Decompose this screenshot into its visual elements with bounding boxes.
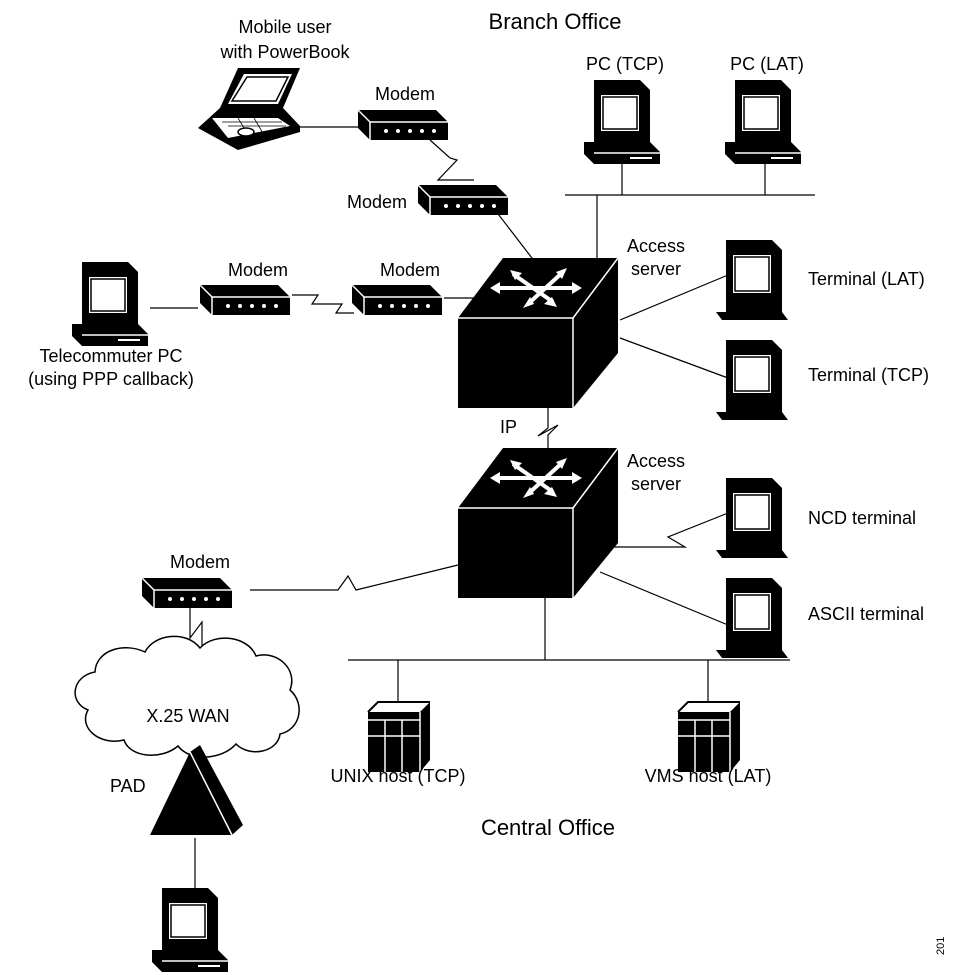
x25-wan-cloud-icon xyxy=(74,635,300,758)
terminal-lat-label: Terminal (LAT) xyxy=(808,269,925,289)
unix-host-icon xyxy=(367,701,431,773)
mobile-user-label-line2: with PowerBook xyxy=(219,42,350,62)
telecommuter-label: Telecommuter PC xyxy=(39,346,182,366)
modem-label-branch-2: Modem xyxy=(380,260,440,280)
connections xyxy=(150,126,815,895)
mobile-dialup-link xyxy=(429,139,474,181)
modem-icon xyxy=(199,284,291,316)
modem-to-branch-server xyxy=(494,209,536,263)
central-access-server-label: Access xyxy=(627,451,685,471)
modem-icon xyxy=(141,577,233,609)
modem-label-mobile-user: Modem xyxy=(375,84,435,104)
ip-wan-link xyxy=(537,408,559,470)
ascii-terminal-label: ASCII terminal xyxy=(808,604,924,624)
ascii-terminal-icon xyxy=(715,577,789,659)
telecommuter-pc-icon xyxy=(71,261,149,347)
modem-label-telecommuter: Modem xyxy=(228,260,288,280)
figure-id: 201 xyxy=(935,937,947,955)
ncd-terminal-icon xyxy=(715,477,789,559)
modem-icon xyxy=(417,184,509,216)
telecommuter-label-line2: (using PPP callback) xyxy=(28,369,194,389)
telecommuter-dialup-link xyxy=(292,294,354,314)
branch-server-to-terminal-tcp xyxy=(619,337,729,379)
modem-label-central: Modem xyxy=(170,552,230,572)
modem-label-branch: Modem xyxy=(347,192,407,212)
central-server-to-ascii xyxy=(599,571,729,626)
pad-label: PAD xyxy=(110,776,146,796)
terminal-tcp-label: Terminal (TCP) xyxy=(808,365,929,385)
terminal-tcp-icon xyxy=(715,339,789,421)
ncd-terminal-label: NCD terminal xyxy=(808,508,916,528)
branch-access-server-label: Access xyxy=(627,236,685,256)
central-server-to-modem xyxy=(250,564,459,591)
pc-tcp-label: PC (TCP) xyxy=(586,54,664,74)
pc-tcp-icon xyxy=(583,79,661,165)
pad-icon xyxy=(150,745,243,836)
central-access-server-label-line2: server xyxy=(631,474,681,494)
central-server-to-ncd xyxy=(604,512,729,548)
central-office-title: Central Office xyxy=(481,815,615,840)
powerbook-laptop-icon xyxy=(198,68,300,150)
terminal-lat-icon xyxy=(715,239,789,321)
mobile-user-label: Mobile user xyxy=(238,17,331,37)
modem-icon xyxy=(351,284,443,316)
branch-office-title: Branch Office xyxy=(489,9,622,34)
pc-lat-icon xyxy=(724,79,802,165)
branch-access-server-label-line2: server xyxy=(631,259,681,279)
branch-access-server-icon xyxy=(456,256,620,410)
pc-lat-label: PC (LAT) xyxy=(730,54,804,74)
central-access-server-icon xyxy=(456,446,620,600)
branch-server-to-terminal-lat xyxy=(619,274,729,321)
vms-host-label: VMS host (LAT) xyxy=(645,766,772,786)
unix-host-label: UNIX host (TCP) xyxy=(330,766,465,786)
vms-host-icon xyxy=(677,701,741,773)
modem-to-x25-link xyxy=(189,608,203,652)
modem-icon xyxy=(357,109,449,141)
x25-wan-label: X.25 WAN xyxy=(146,706,229,726)
pad-pc-icon xyxy=(151,887,229,973)
ip-link-label: IP xyxy=(500,417,517,437)
